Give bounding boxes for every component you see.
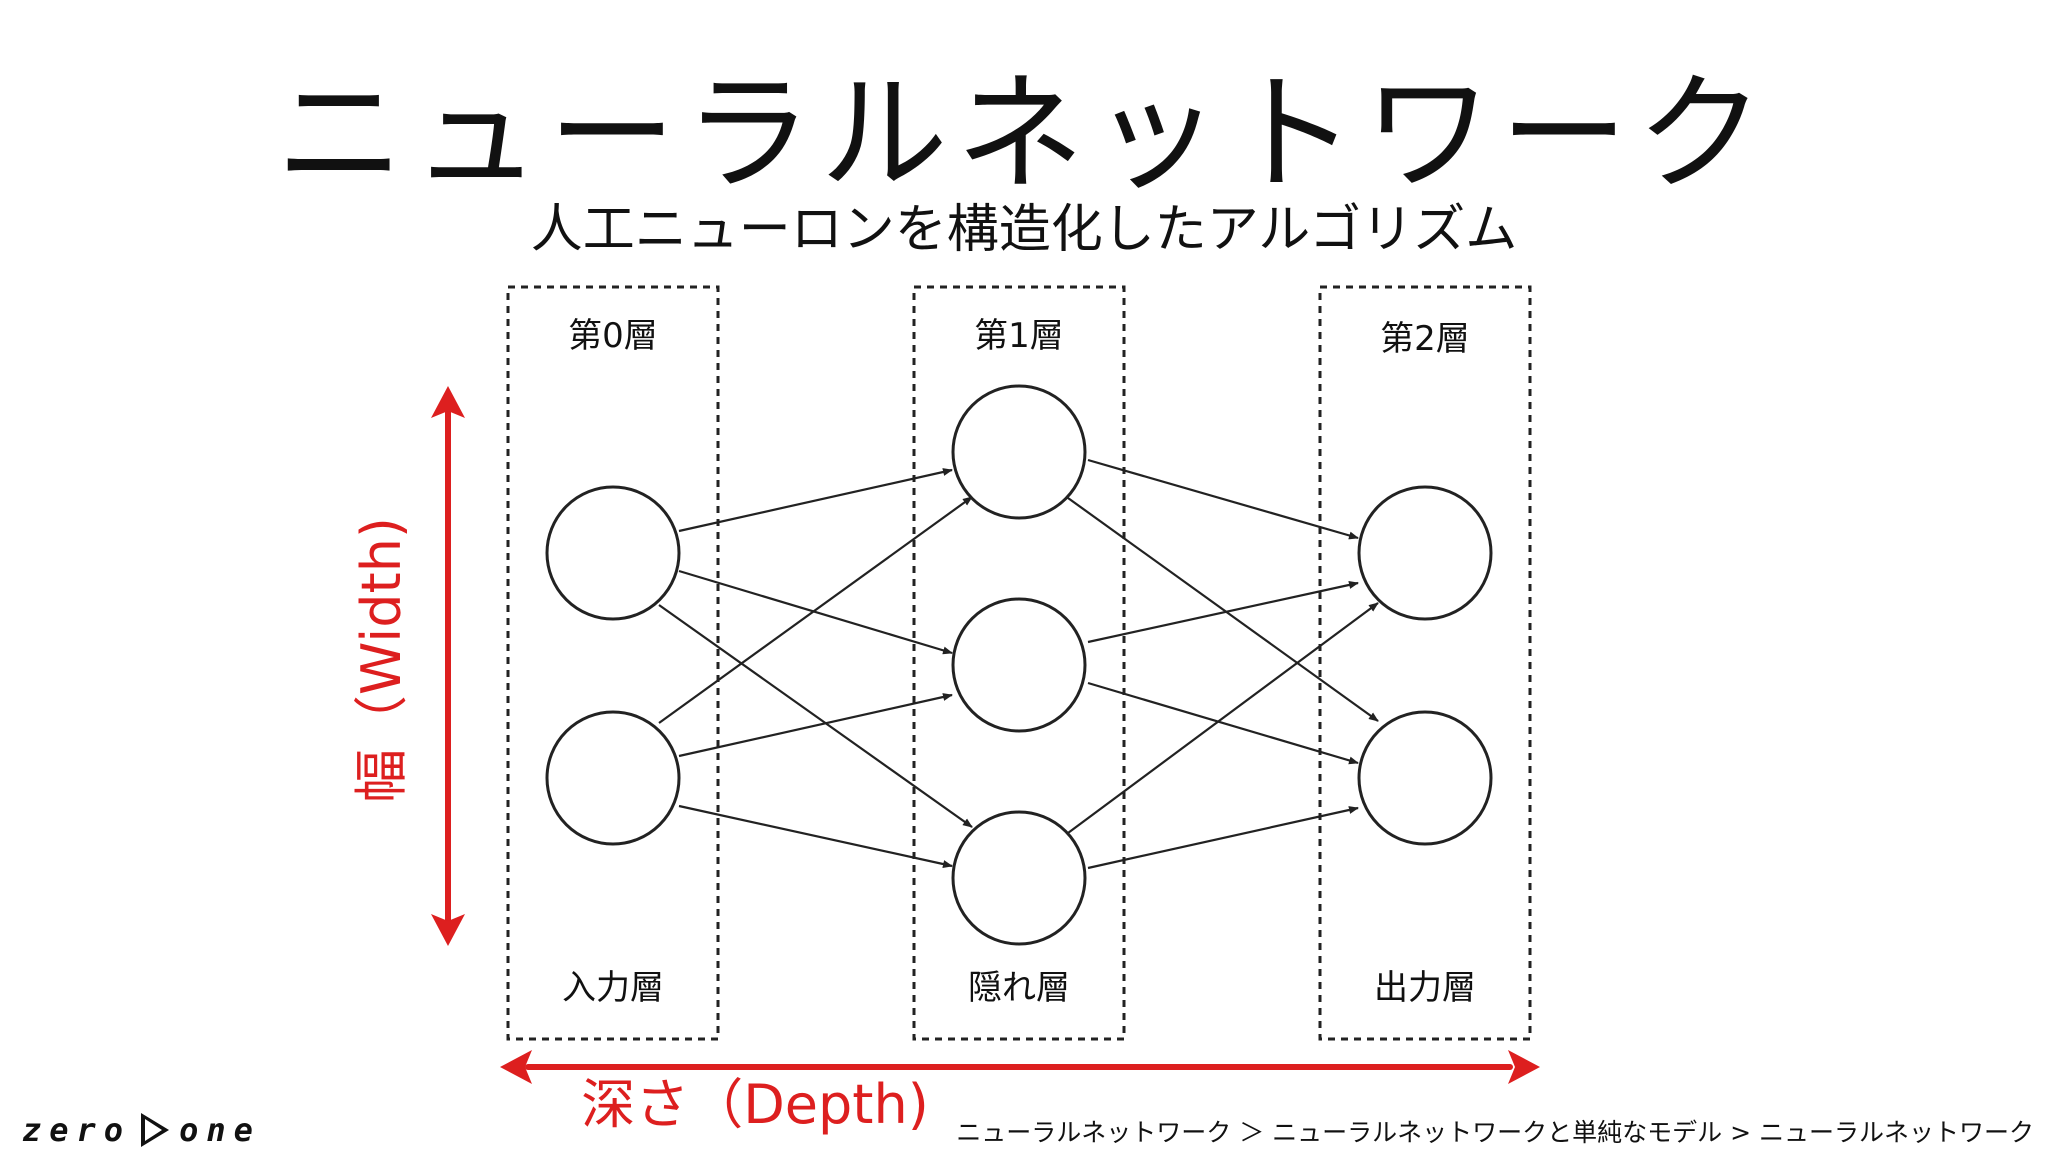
hidden-neuron-3 <box>951 810 1087 946</box>
connections <box>658 458 1379 870</box>
layer-box-2 <box>1318 285 1532 1041</box>
connection-in1-h3 <box>658 604 973 828</box>
connection-in1-h1 <box>678 468 953 533</box>
width-arrow <box>431 386 465 946</box>
connection-h1-out1 <box>1087 458 1359 540</box>
hidden-neuron-1 <box>951 384 1087 520</box>
layer-0-role-label: 入力層 <box>562 968 664 1008</box>
layer-box-1 <box>912 285 1126 1041</box>
connection-in2-h2 <box>678 693 953 758</box>
connection-in2-h1 <box>658 496 973 724</box>
connection-h2-out1 <box>1087 581 1359 644</box>
neurons <box>545 384 1493 946</box>
width-arrow-head-bottom <box>431 914 465 946</box>
output-neuron-2 <box>1357 710 1493 846</box>
connection-h1-out2 <box>1067 497 1379 722</box>
layer-1-index-label: 第1層 <box>974 316 1064 356</box>
connection-h2-out2 <box>1087 681 1359 765</box>
play-triangle-icon <box>141 1113 170 1147</box>
layer-1-role-label: 隠れ層 <box>968 968 1070 1008</box>
output-neuron-1 <box>1357 485 1493 621</box>
breadcrumb: ニューラルネットワーク ＞ ニューラルネットワークと単純なモデル > ニューラル… <box>956 1118 2034 1147</box>
depth-axis-label: 深さ（Depth) <box>581 1073 929 1136</box>
width-arrow-head-top <box>431 386 465 418</box>
width-axis-label: 幅（Width) <box>350 517 413 803</box>
layer-box-0 <box>506 285 720 1041</box>
depth-arrow <box>500 1050 1540 1084</box>
connection-in1-h2 <box>678 569 953 655</box>
input-neuron-2 <box>545 710 681 846</box>
layer-0-index-label: 第0層 <box>568 316 658 356</box>
depth-arrow-head-right <box>1508 1050 1540 1084</box>
depth-arrow-head-left <box>500 1050 532 1084</box>
hidden-neuron-2 <box>951 597 1087 733</box>
layer-2-role-label: 出力層 <box>1374 968 1476 1008</box>
slide-title: ニューラルネットワーク <box>275 60 1772 209</box>
logo-text-right: one <box>179 1111 261 1149</box>
zero-one-logo: zero one <box>22 1108 261 1152</box>
input-neuron-1 <box>545 485 681 621</box>
connection-in2-h3 <box>678 804 953 868</box>
layer-2-index-label: 第2層 <box>1380 319 1470 359</box>
logo-text-left: zero <box>22 1111 132 1149</box>
connection-h3-out1 <box>1067 602 1379 834</box>
slide-subtitle: 人工ニューロンを構造化したアルゴリズム <box>530 200 1518 260</box>
connection-h3-out2 <box>1087 806 1359 870</box>
